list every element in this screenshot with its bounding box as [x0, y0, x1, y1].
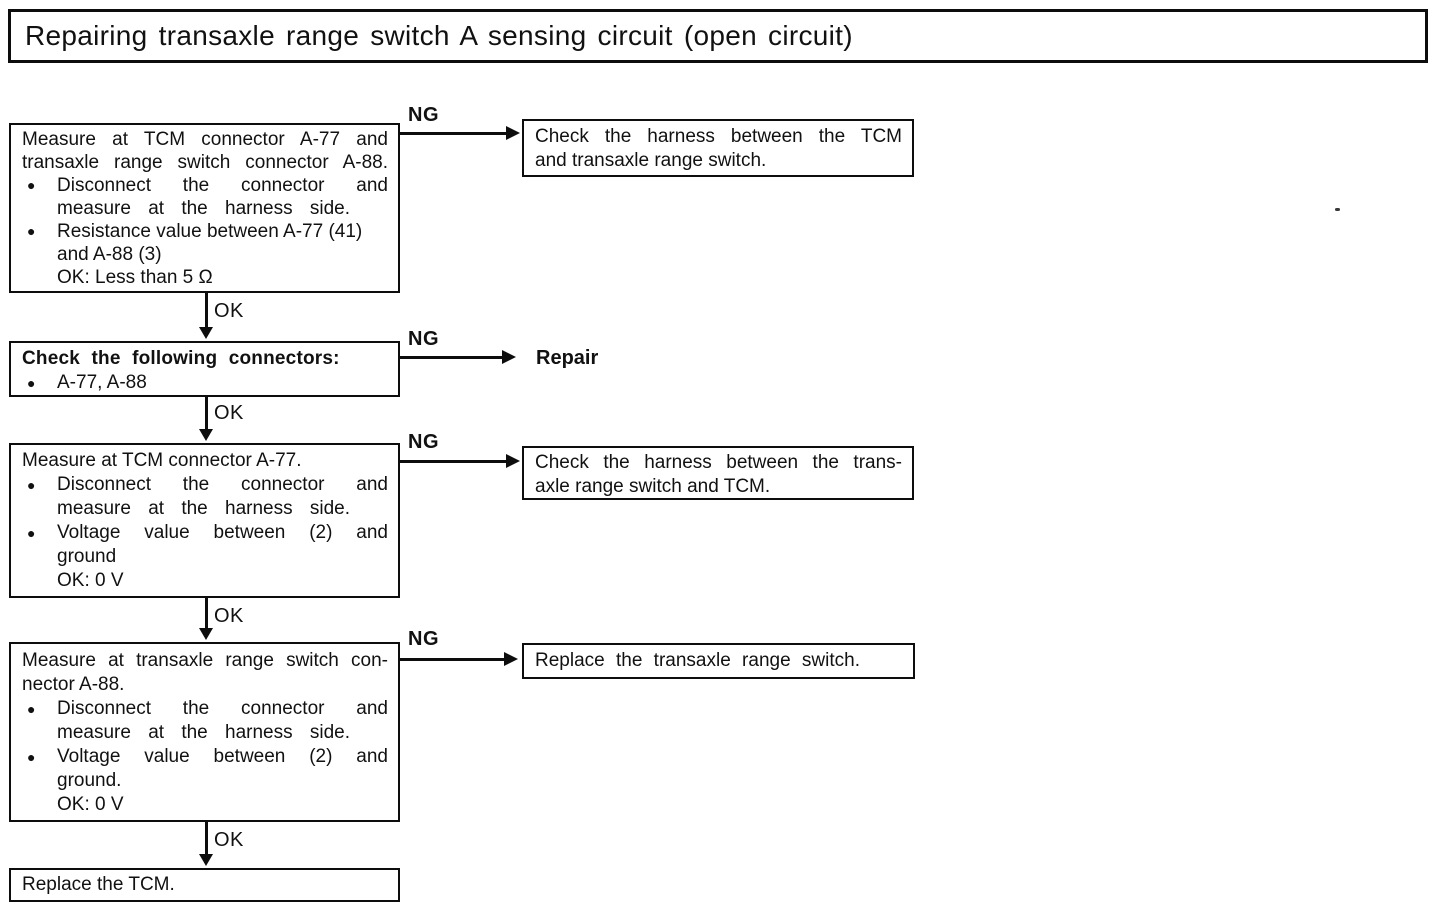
- step1-bullet1-text: Disconnect the connector and measure at …: [57, 174, 388, 220]
- step4-bullet1-line2: measure at the harness side.: [57, 722, 351, 743]
- step1-bullet2: ● Resistance value between A-77 (41) and…: [22, 220, 388, 289]
- ok-arrow-1: [205, 293, 208, 328]
- result1-box: Check the harness between the TCM and tr…: [522, 119, 914, 177]
- step4-bullet2-line2: ground.: [57, 770, 122, 791]
- arrowhead-down-icon: [199, 628, 213, 640]
- step4-bullet1-text: Disconnect the connector and measure at …: [57, 697, 388, 745]
- result4-line1: Replace the transaxle range switch.: [535, 650, 860, 671]
- step3-bullet2-line3: OK: 0 V: [57, 570, 124, 591]
- result1-line2: and transaxle range switch.: [535, 150, 767, 171]
- step4-bullet2-text: Voltage value between (2) and ground. OK…: [57, 745, 388, 817]
- step3-bullet1-text: Disconnect the connector and measure at …: [57, 473, 388, 521]
- page-title: Repairing transaxle range switch A sensi…: [25, 20, 853, 51]
- bullet-icon: ●: [27, 701, 36, 717]
- step3-line1: Measure at TCM connector A-77.: [22, 450, 302, 471]
- result1-line1: Check the harness between the TCM: [535, 126, 902, 147]
- arrowhead-down-icon: [199, 854, 213, 866]
- arrowhead-down-icon: [199, 327, 213, 339]
- ng-label-4: NG: [408, 628, 439, 650]
- step5-line1: Replace the TCM.: [22, 874, 175, 895]
- arrowhead-right-icon: [506, 126, 520, 140]
- step2-bullet1-line1: A-77, A-88: [57, 372, 147, 393]
- step1-line1: Measure at TCM connector A-77 and: [22, 129, 388, 150]
- step2-heading: Check the following connectors:: [22, 348, 340, 369]
- step4-bullet1-line1: Disconnect the connector and: [57, 698, 388, 719]
- arrowhead-down-icon: [199, 429, 213, 441]
- step4-bullet2-line1: Voltage value between (2) and: [57, 746, 388, 767]
- step1-bullet1: ● Disconnect the connector and measure a…: [22, 174, 388, 220]
- step4-bullet1: ● Disconnect the connector and measure a…: [22, 697, 388, 745]
- ok-label-1: OK: [214, 300, 244, 322]
- step4-line1: Measure at transaxle range switch con-: [22, 650, 388, 671]
- step1-bullet1-line1: Disconnect the connector and: [57, 175, 388, 196]
- arrowhead-right-icon: [506, 454, 520, 468]
- step1-box: Measure at TCM connector A-77 and transa…: [9, 123, 400, 293]
- ng-label-3: NG: [408, 431, 439, 453]
- ok-arrow-4: [205, 822, 208, 855]
- step4-bullet2: ● Voltage value between (2) and ground. …: [22, 745, 388, 817]
- step1-bullet1-line2: measure at the harness side.: [57, 198, 351, 219]
- step3-bullet2: ● Voltage value between (2) and ground O…: [22, 521, 388, 593]
- ok-label-3: OK: [214, 605, 244, 627]
- result3-line1: Check the harness between the trans-: [535, 452, 902, 473]
- title-box: Repairing transaxle range switch A sensi…: [8, 9, 1428, 63]
- step1-line2: transaxle range switch connector A-88.: [22, 152, 388, 173]
- step3-bullet1: ● Disconnect the connector and measure a…: [22, 473, 388, 521]
- result3-line2: axle range switch and TCM.: [535, 476, 771, 497]
- result3-box: Check the harness between the trans- axl…: [522, 446, 914, 500]
- bullet-icon: ●: [27, 223, 36, 239]
- arrowhead-right-icon: [504, 652, 518, 666]
- step4-bullet2-line3: OK: 0 V: [57, 794, 124, 815]
- step3-box: Measure at TCM connector A-77. ● Disconn…: [9, 443, 400, 598]
- ng-label-2: NG: [408, 328, 439, 350]
- ok-arrow-3: [205, 598, 208, 629]
- step2-bullet1-text: A-77, A-88: [57, 371, 388, 395]
- bullet-icon: ●: [27, 375, 36, 391]
- step3-bullet1-line1: Disconnect the connector and: [57, 474, 388, 495]
- step4-box: Measure at transaxle range switch con- n…: [9, 642, 400, 822]
- scan-speck: [1335, 208, 1340, 211]
- ok-arrow-2: [205, 397, 208, 430]
- step1-bullet2-line3: OK: Less than 5 Ω: [57, 267, 213, 288]
- ok-label-2: OK: [214, 402, 244, 424]
- step3-bullet2-text: Voltage value between (2) and ground OK:…: [57, 521, 388, 593]
- bullet-icon: ●: [27, 749, 36, 765]
- step1-bullet2-line2: and A-88 (3): [57, 244, 162, 265]
- ng-arrow-4: [400, 658, 505, 661]
- step3-bullet1-line2: measure at the harness side.: [57, 498, 351, 519]
- step2-bullet1: ● A-77, A-88: [22, 371, 388, 395]
- bullet-icon: ●: [27, 525, 36, 541]
- step3-bullet2-line2: ground: [57, 546, 117, 567]
- ng-arrow-3: [400, 460, 507, 463]
- step1-bullet2-text: Resistance value between A-77 (41) and A…: [57, 220, 388, 289]
- step4-line2: nector A-88.: [22, 674, 125, 695]
- bullet-icon: ●: [27, 477, 36, 493]
- ok-label-4: OK: [214, 829, 244, 851]
- step3-bullet2-line1: Voltage value between (2) and: [57, 522, 388, 543]
- result4-box: Replace the transaxle range switch.: [522, 643, 915, 679]
- result2-repair-label: Repair: [536, 347, 599, 369]
- step5-box: Replace the TCM.: [9, 868, 400, 902]
- arrowhead-right-icon: [502, 350, 516, 364]
- ng-arrow-2: [400, 356, 503, 359]
- ng-label-1: NG: [408, 104, 439, 126]
- step1-bullet2-line1: Resistance value between A-77 (41): [57, 221, 363, 242]
- step2-box: Check the following connectors: ● A-77, …: [9, 341, 400, 397]
- ng-arrow-1: [400, 132, 507, 135]
- bullet-icon: ●: [27, 177, 36, 193]
